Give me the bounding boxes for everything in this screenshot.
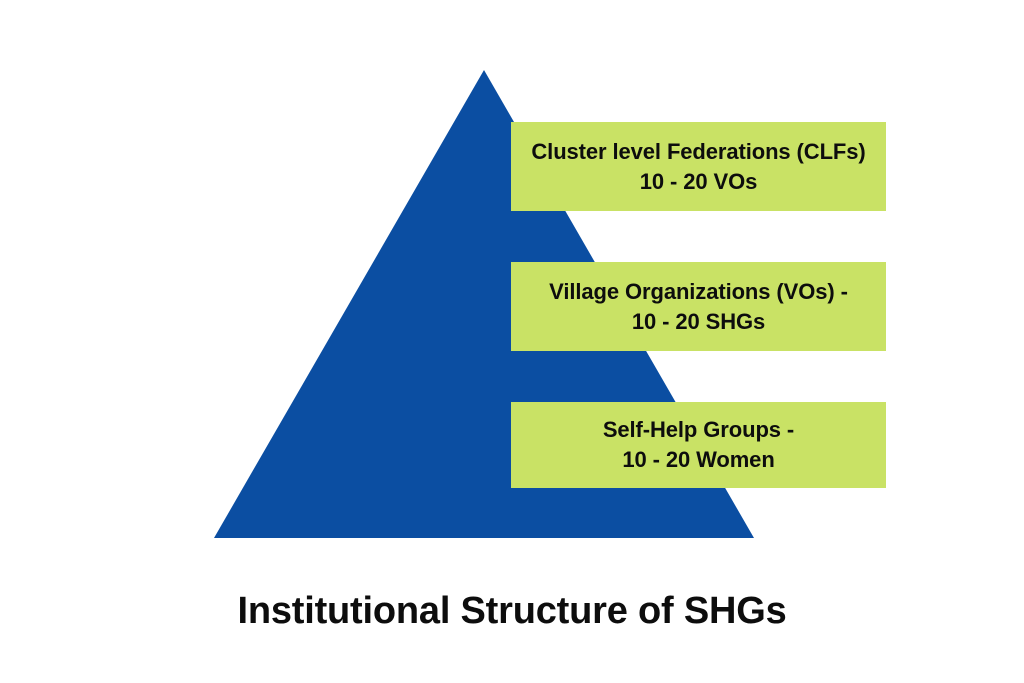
tier-label-line-1: Cluster level Federations (CLFs) bbox=[531, 138, 866, 164]
tier-label-cluster-level-federations[interactable]: Cluster level Federations (CLFs) 10 - 20… bbox=[511, 122, 886, 211]
tier-label-village-organizations[interactable]: Village Organizations (VOs) - 10 - 20 SH… bbox=[511, 262, 886, 351]
tier-label-self-help-groups[interactable]: Self-Help Groups - 10 - 20 Women bbox=[511, 402, 886, 488]
diagram-title: Institutional Structure of SHGs bbox=[237, 590, 787, 632]
tier-label-line-2: 10 - 20 VOs bbox=[639, 168, 758, 194]
tier-label-line-2: 10 - 20 SHGs bbox=[631, 308, 766, 334]
tier-label-line-1: Self-Help Groups - bbox=[602, 417, 795, 442]
tier-label-line-2: 10 - 20 Women bbox=[622, 447, 775, 472]
tier-label-line-1: Village Organizations (VOs) - bbox=[549, 278, 848, 304]
